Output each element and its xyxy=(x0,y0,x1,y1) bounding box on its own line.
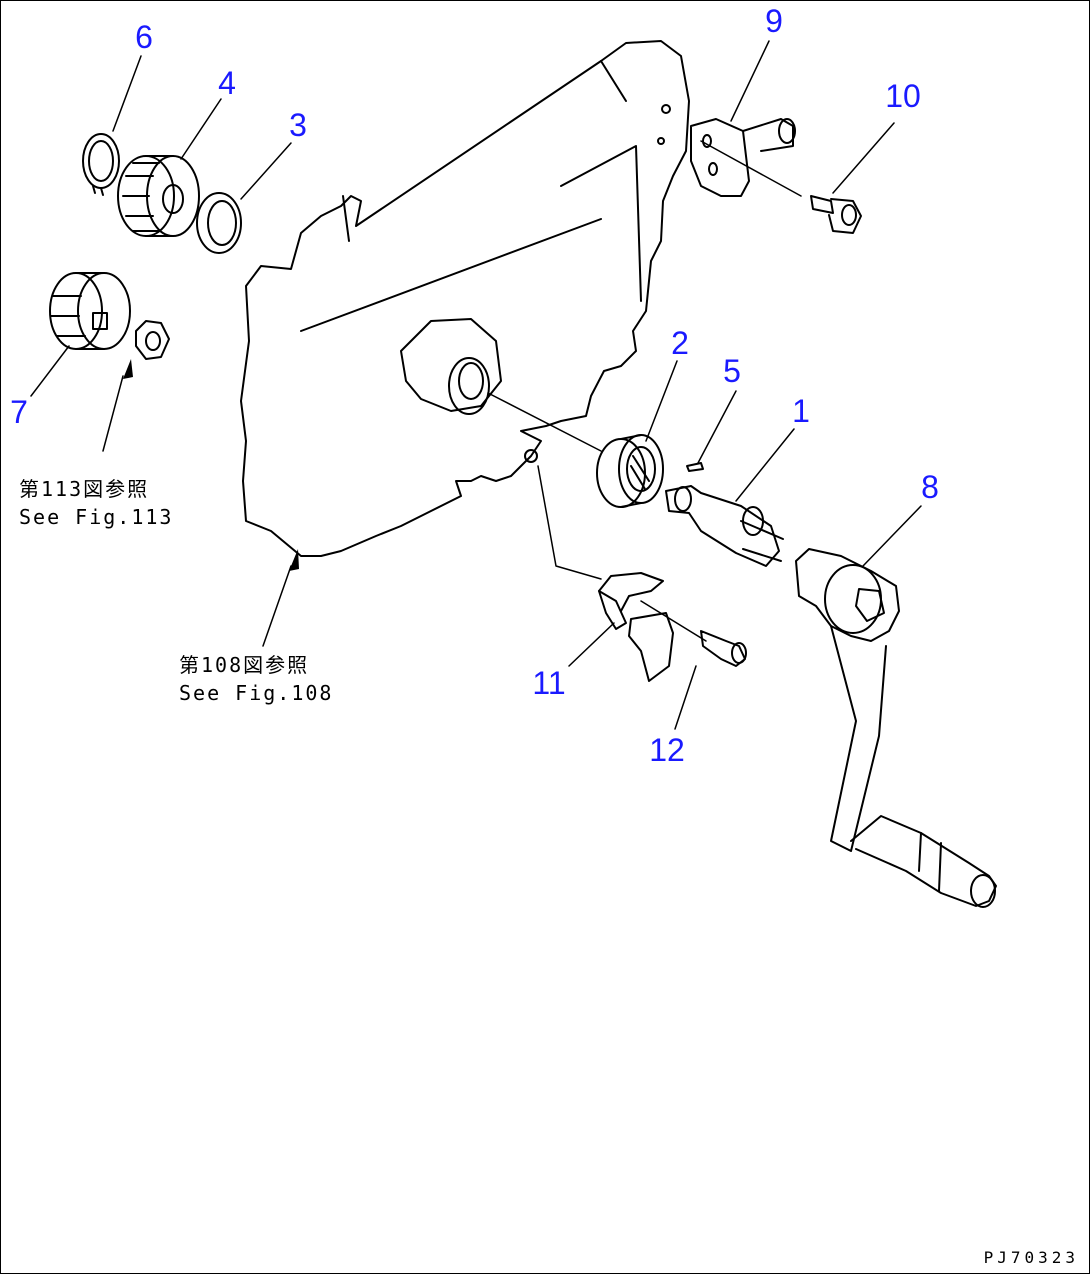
callout-part-6: 6 xyxy=(135,19,153,55)
reference-fig108-jp: 第108図参照 xyxy=(179,653,310,677)
assembly-lines xyxy=(487,140,802,642)
reference-fig108-en: See Fig.108 xyxy=(179,681,334,705)
callout-part-4: 4 xyxy=(218,65,236,101)
reference-note-fig113: 第113図参照 See Fig.113 xyxy=(19,475,173,531)
part-10-bolt xyxy=(810,195,862,234)
callout-part-8: 8 xyxy=(921,469,939,505)
part-12-pin xyxy=(700,630,747,667)
part-7-gear xyxy=(49,272,170,360)
part-3-washer xyxy=(196,192,242,254)
callout-part-3: 3 xyxy=(289,107,307,143)
callout-part-11: 11 xyxy=(532,665,566,701)
housing-outline xyxy=(240,40,690,557)
callout-part-2: 2 xyxy=(671,325,689,361)
callout-part-12: 12 xyxy=(649,732,685,768)
callout-part-5: 5 xyxy=(723,353,741,389)
reference-arrows xyxy=(123,359,299,571)
part-1-shaft xyxy=(665,485,784,567)
part-4-gear xyxy=(117,155,200,237)
part-6-snap-ring xyxy=(82,133,120,196)
callout-part-9: 9 xyxy=(765,3,783,39)
callout-part-1: 1 xyxy=(792,393,810,429)
reference-fig113-jp: 第113図参照 xyxy=(19,477,150,501)
callout-part-7: 7 xyxy=(10,394,28,430)
callout-part-10: 10 xyxy=(885,78,921,114)
part-8-crank-handle xyxy=(795,548,997,908)
leader-lines xyxy=(30,40,922,730)
part-2-bearing xyxy=(596,434,664,508)
reference-note-fig108: 第108図参照 See Fig.108 xyxy=(179,651,333,707)
reference-fig113-en: See Fig.113 xyxy=(19,505,174,529)
part-5-key xyxy=(686,462,704,472)
part-9-bracket xyxy=(690,118,796,197)
drawing-code: PJ70323 xyxy=(983,1248,1079,1267)
